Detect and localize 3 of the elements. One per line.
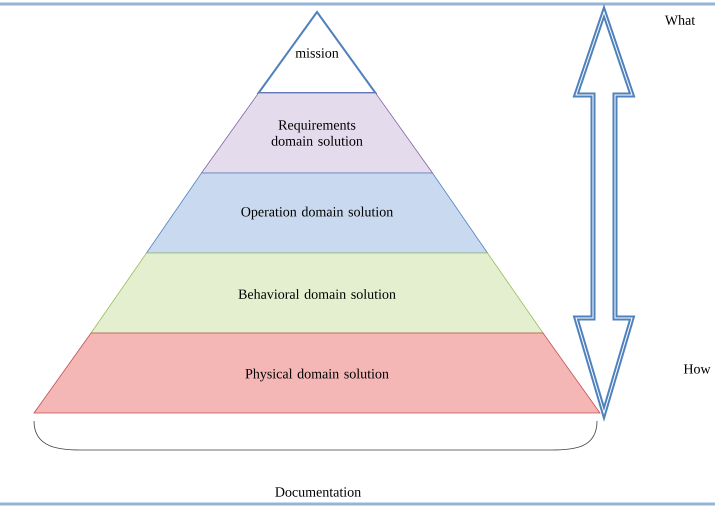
axis-label: How xyxy=(684,364,711,374)
axis-label: Documentation xyxy=(275,487,361,497)
axis-label: What xyxy=(664,15,696,25)
